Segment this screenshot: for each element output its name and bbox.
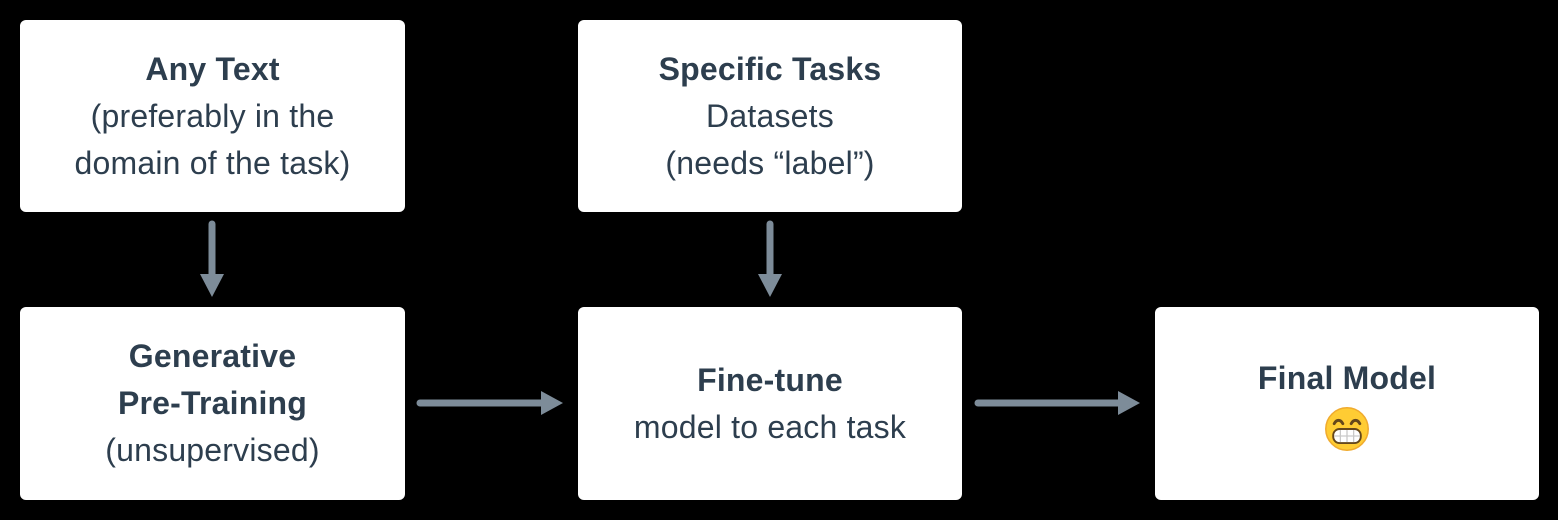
arrow-pretraining-to-finetune: [416, 391, 563, 415]
arrow-any-text-to-pretraining: [200, 220, 224, 297]
node-title: Specific Tasks: [658, 50, 882, 87]
node-subtitle: (needs “label”): [665, 144, 875, 181]
node-specific-tasks: Specific Tasks Datasets (needs “label”): [578, 20, 962, 212]
node-subtitle: (unsupervised): [105, 432, 320, 468]
node-final-model: Final Model: [1155, 307, 1539, 500]
node-subtitle: Datasets: [706, 97, 834, 134]
node-title: Generative: [128, 338, 297, 374]
node-generative-pretraining: Generative Pre-Training (unsupervised): [20, 307, 405, 500]
node-title: Any Text: [145, 50, 280, 87]
node-any-text: Any Text (preferably in the domain of th…: [20, 20, 405, 212]
node-title: Pre-Training: [117, 385, 308, 421]
node-fine-tune: Fine-tune model to each task: [578, 307, 962, 500]
node-title: Fine-tune: [697, 361, 843, 398]
beaming-face-emoji: [1325, 407, 1369, 451]
arrow-finetune-to-final-model: [974, 391, 1140, 415]
node-subtitle: model to each task: [633, 408, 907, 445]
arrow-specific-tasks-to-finetune: [758, 220, 782, 297]
node-subtitle: domain of the task): [74, 144, 351, 181]
node-title: Final Model: [1257, 360, 1437, 396]
node-subtitle: (preferably in the: [90, 97, 335, 134]
